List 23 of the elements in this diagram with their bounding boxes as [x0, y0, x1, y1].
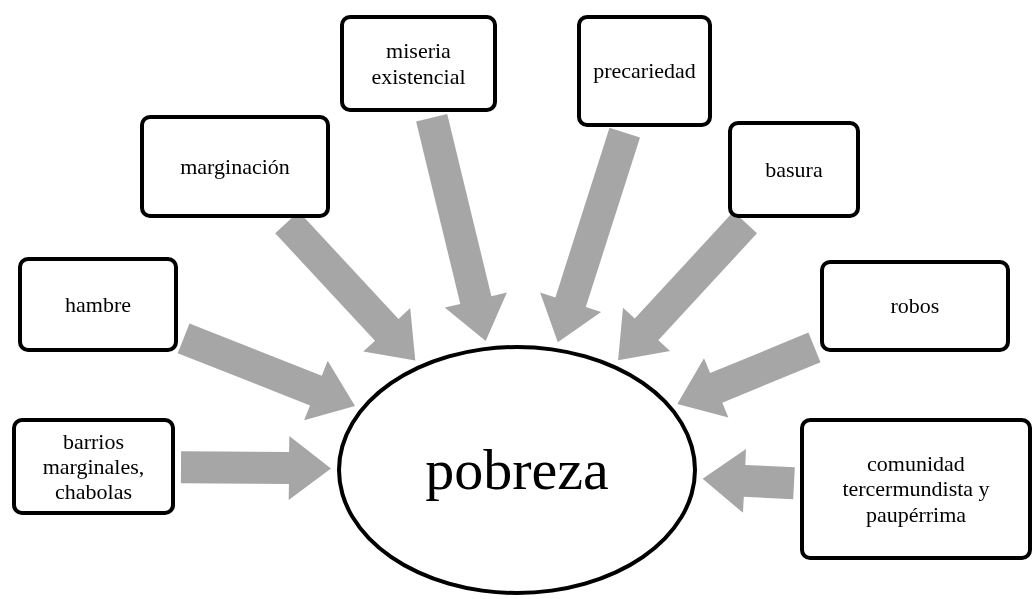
node-label: miseria existencial — [370, 38, 467, 89]
concept-box — [800, 418, 1032, 560]
node-label: precariedad — [593, 58, 696, 84]
concept-box — [140, 115, 330, 218]
concept-box — [728, 121, 860, 218]
block-arrow — [540, 127, 640, 343]
node-label: comunidad tercermundista y paupérrima — [841, 451, 991, 527]
concept-box — [12, 418, 175, 515]
node-label: barrios marginales, chabolas — [41, 428, 146, 505]
block-arrow — [677, 332, 821, 418]
node-label: basura — [765, 156, 823, 183]
node-label: marginación — [180, 153, 290, 180]
node-label: hambre — [65, 291, 131, 318]
concept-box — [340, 15, 497, 112]
block-arrow — [177, 323, 355, 421]
node-label: robos — [890, 293, 940, 319]
concept-box — [820, 260, 1010, 352]
concept-box — [577, 15, 712, 127]
block-arrow — [702, 448, 795, 513]
concept-box — [18, 257, 178, 352]
block-arrow — [416, 114, 507, 341]
block-arrow — [180, 436, 331, 501]
node-label: pobreza — [425, 436, 609, 504]
